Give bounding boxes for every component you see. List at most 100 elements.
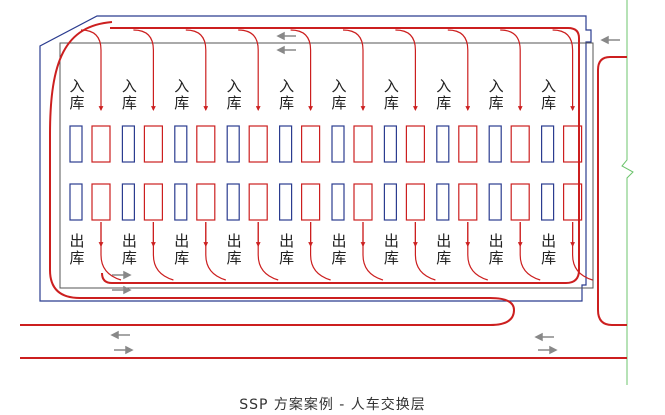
exit-label: 出库: [434, 233, 454, 267]
parking-bay-red: [510, 183, 530, 221]
entry-label-line1: 入: [279, 77, 295, 95]
parking-bay-blue: [279, 125, 293, 163]
entry-label-line1: 入: [174, 77, 190, 95]
parking-bay-red: [458, 125, 478, 163]
entry-label-line2: 库: [121, 94, 137, 112]
entry-label: 入库: [434, 78, 454, 112]
exit-label-line2: 库: [279, 249, 295, 267]
parking-bay-blue: [121, 125, 136, 163]
entry-label-line1: 入: [226, 77, 242, 95]
exit-label-line2: 库: [226, 249, 242, 267]
exit-label-line1: 出: [488, 232, 504, 250]
exit-label-line2: 库: [436, 249, 452, 267]
parking-bay-red: [562, 125, 583, 163]
parking-bay-blue: [174, 183, 188, 221]
exit-label-line2: 库: [383, 249, 399, 267]
entry-label-line2: 库: [383, 94, 399, 112]
entry-label: 入库: [486, 78, 506, 112]
exit-label-line2: 库: [174, 249, 190, 267]
parking-bay-blue: [279, 183, 293, 221]
entry-label: 入库: [67, 78, 87, 112]
exit-label-line1: 出: [174, 232, 190, 250]
entry-route-arrow: [447, 29, 471, 111]
parking-bay-blue: [488, 183, 502, 221]
parking-bay-red: [510, 125, 530, 163]
parking-inner-outline: [59, 42, 594, 289]
exit-label: 出库: [329, 233, 349, 267]
parking-bay-blue: [331, 125, 345, 163]
parking-bay-blue: [540, 183, 555, 221]
exit-label-line1: 出: [121, 232, 137, 250]
parking-bay-red: [353, 125, 373, 163]
parking-bay-red: [301, 125, 321, 163]
entry-label: 入库: [329, 78, 349, 112]
entry-route-arrow: [290, 29, 313, 111]
entry-route-arrow: [342, 29, 366, 111]
entry-route-arrow: [500, 29, 523, 111]
entry-label-line1: 入: [121, 77, 137, 95]
main-driving-route: [101, 27, 580, 284]
diagram-caption: SSP 方案案例 - 人车交换层: [239, 397, 426, 413]
service-road-right: [597, 56, 627, 326]
entry-label-line2: 库: [541, 94, 557, 112]
exit-route-line: [467, 222, 488, 281]
entry-label-line1: 入: [488, 77, 504, 95]
parking-bay-blue: [488, 125, 502, 163]
exit-label-line2: 库: [541, 249, 557, 267]
exit-label: 出库: [119, 233, 139, 267]
parking-bay-blue: [436, 183, 450, 221]
parking-bay-red: [248, 125, 268, 163]
exit-label: 出库: [381, 233, 401, 267]
exit-label: 出库: [486, 233, 506, 267]
parking-bay-red: [301, 183, 321, 221]
exit-label-line1: 出: [226, 232, 242, 250]
exit-label-line1: 出: [279, 232, 295, 250]
entry-label-line1: 入: [69, 77, 85, 95]
arrow-right-icon: [112, 270, 558, 355]
parking-bay-red: [196, 125, 216, 163]
parking-bay-red: [353, 183, 373, 221]
exit-route-line: [257, 222, 279, 281]
exit-label: 出库: [224, 233, 244, 267]
entry-label-line2: 库: [488, 94, 504, 112]
entry-label-line2: 库: [69, 94, 85, 112]
parking-bay-red: [91, 125, 111, 163]
entry-label: 入库: [172, 78, 192, 112]
arrow-left-icon: [110, 31, 620, 342]
parking-bay-blue: [383, 125, 397, 163]
parking-bay-blue: [226, 183, 240, 221]
exit-route-line: [100, 222, 122, 281]
exit-label-line1: 出: [69, 232, 85, 250]
parking-bay-red: [405, 125, 425, 163]
exit-label-line1: 出: [383, 232, 399, 250]
entry-label: 入库: [224, 78, 244, 112]
entry-label-line1: 入: [436, 77, 452, 95]
exit-label-line1: 出: [541, 232, 557, 250]
entry-route-arrow: [395, 29, 418, 111]
parking-bay-red: [248, 183, 268, 221]
parking-bay-blue: [383, 183, 397, 221]
parking-bay-red: [562, 183, 583, 221]
entry-label-line1: 入: [383, 77, 399, 95]
exit-route-line: [205, 222, 226, 281]
parking-bay-blue: [69, 125, 83, 163]
exit-route-line: [152, 222, 174, 281]
entry-label-line2: 库: [279, 94, 295, 112]
entry-route-arrow: [552, 29, 575, 111]
exit-route-line: [572, 222, 593, 281]
exit-route-line: [519, 222, 541, 281]
parking-bay-blue: [540, 125, 555, 163]
exit-label: 出库: [277, 233, 297, 267]
entry-label-line2: 库: [436, 94, 452, 112]
parking-bay-blue: [69, 183, 83, 221]
exit-route-line: [362, 222, 384, 281]
parking-bay-blue: [174, 125, 188, 163]
exit-route-line: [414, 222, 436, 281]
exit-label-line2: 库: [69, 249, 85, 267]
parking-area-outline: [39, 15, 592, 302]
parking-bay-red: [143, 183, 163, 221]
parking-bay-blue: [226, 125, 240, 163]
exit-label-line2: 库: [121, 249, 137, 267]
parking-bay-red: [458, 183, 478, 221]
entry-route-arrow: [238, 29, 261, 111]
